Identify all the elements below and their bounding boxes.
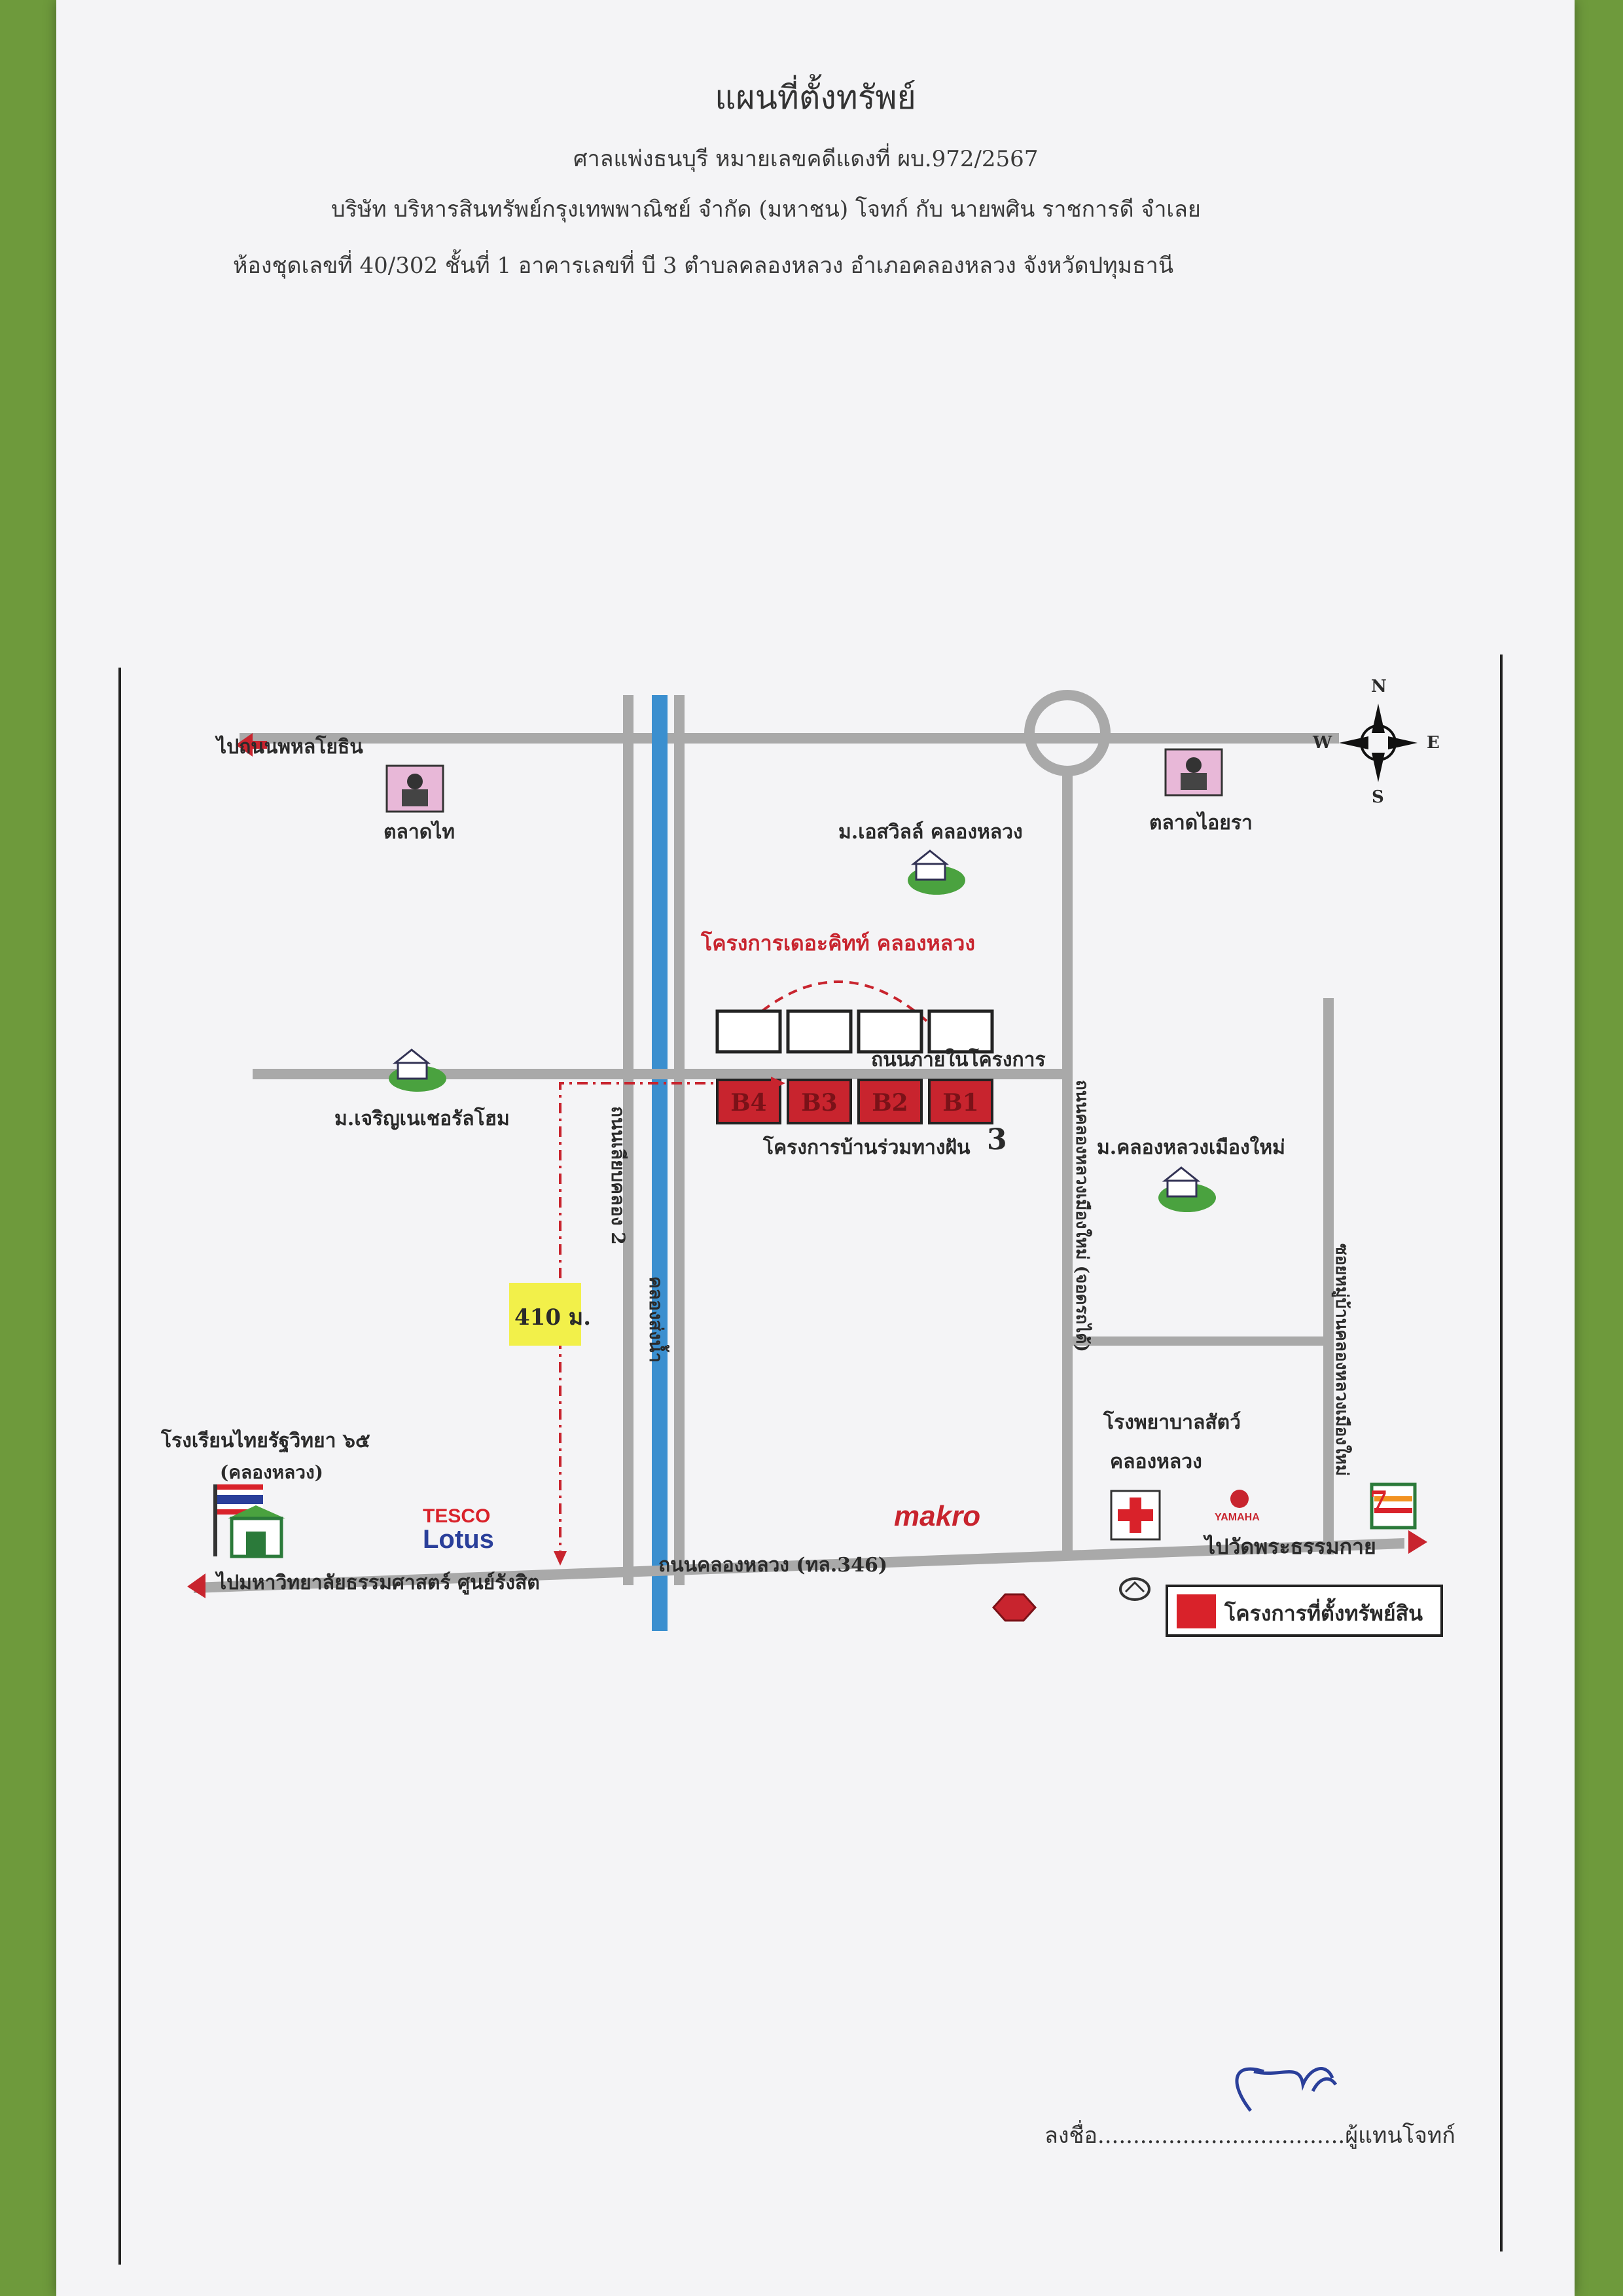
label-market-thai: ตลาดไท (383, 821, 455, 844)
location-map: B4 B3 B2 B1 (187, 690, 1443, 2112)
road-canal-side (674, 695, 685, 1585)
wat-arrow (1408, 1530, 1427, 1554)
building-b3 (787, 1079, 852, 1124)
property-line: ห้องชุดเลขที่ 40/302 ชั้นที่ 1 อาคารเลขท… (233, 253, 1174, 279)
label-canal-vertical: คลองส่งน้ำ (645, 1276, 667, 1363)
mazda-logo (1119, 1577, 1150, 1601)
road-left-vertical (623, 695, 633, 1585)
phahon-arrow-tail (251, 741, 267, 749)
building-top-4 (927, 1009, 994, 1054)
market-ayara-icon (1164, 748, 1223, 797)
building-b4 (716, 1079, 781, 1124)
label-to-university: ไปมหาวิทยาลัยธรรมศาสตร์ ศูนย์รังสิต (217, 1571, 540, 1594)
court-case-line: ศาลแพ่งธนบุรี หมายเลขคดีแดงที่ ผบ.972/25… (573, 146, 1039, 172)
label-road-left-vertical: ถนนเลียบคลอง 2 (607, 1106, 629, 1245)
label-school-line1: โรงเรียนไทยรัฐวิทยา ๖๕ (161, 1429, 370, 1452)
signature-mark (1235, 2067, 1338, 2112)
label-road-mid-vertical: ถนนคลองหลวงเมืองใหม่ (จอดรถได้) (1072, 1080, 1092, 1352)
label-road-in-project: ถนนภายในโครงการ (871, 1049, 1046, 1071)
village-new-icon (1158, 1166, 1216, 1212)
label-market-ayara: ตลาดไอยรา (1149, 812, 1253, 834)
label-village-charoen: ม.เจริญเนเชอรัลโฮม (334, 1107, 510, 1130)
label-village-city: ม.เอสวิลล์ คลองหลวง (838, 821, 1023, 844)
village-city-icon (908, 850, 965, 895)
building-label-b4: B4 (730, 1089, 766, 1117)
route-arrow-down (554, 1551, 567, 1566)
bottom-road (194, 1538, 1404, 1593)
signature-line: ลงชื่อ..................................… (1044, 2123, 1455, 2149)
label-building-no: 3 (987, 1123, 1007, 1157)
phahon-arrow (236, 733, 253, 757)
buildings-bottom-row (716, 1079, 993, 1124)
canal (652, 695, 668, 1631)
label-vet-line1: โรงพยาบาลสัตว์ (1103, 1411, 1241, 1434)
mg-logo (991, 1593, 1037, 1622)
building-label-b3: B3 (801, 1089, 837, 1117)
label-village-new: ม.คลองหลวงเมืองใหม่ (1097, 1136, 1285, 1159)
compass-e: E (1427, 733, 1440, 753)
label-to-wat: ไปวัดพระธรรมกาย (1205, 1534, 1376, 1559)
route-line (559, 1082, 776, 1561)
label-distance: 410 ม. (514, 1304, 592, 1331)
inner-road (253, 1069, 1064, 1079)
document-title: แผนที่ตั้งทรัพย์ (715, 79, 916, 117)
building-label-b2: B2 (872, 1089, 908, 1117)
label-vet-line2: คลองหลวง (1110, 1450, 1202, 1473)
label-legend: โครงการที่ตั้งทรัพย์สิน (1224, 1601, 1423, 1626)
label-seven-eleven: 7 (1370, 1486, 1388, 1516)
label-tesco: TESCO (423, 1505, 491, 1527)
label-road-right-vertical: ซอยหมู่บ้านคลองหลวงเมืองใหม่ (1332, 1244, 1351, 1476)
label-lotus: Lotus (423, 1525, 494, 1554)
document-paper: แผนที่ตั้งทรัพย์ ศาลแพ่งธนบุรี หมายเลขคด… (56, 0, 1575, 2296)
label-project-banruam: โครงการบ้านร่วมทางฝัน (763, 1136, 971, 1159)
building-b1 (928, 1079, 993, 1124)
building-top-3 (857, 1009, 923, 1054)
compass-n: N (1371, 677, 1387, 696)
university-arrow (187, 1573, 205, 1598)
building-b2 (857, 1079, 923, 1124)
building-label-b1: B1 (942, 1089, 978, 1117)
project-arc (749, 980, 928, 1022)
compass-s: S (1372, 787, 1384, 807)
road-mid-vertical (1062, 769, 1073, 1554)
route-arrow-right (771, 1077, 785, 1090)
label-to-phahon: ไปถนนพหลโยธิน (217, 736, 363, 759)
hospital-cross-icon (1110, 1490, 1161, 1541)
village-charoen-icon (389, 1049, 446, 1092)
compass-w: W (1313, 733, 1332, 753)
school-flag-icon (213, 1484, 285, 1558)
distance-box (509, 1283, 581, 1346)
label-makro: makro (894, 1500, 981, 1532)
label-road-main: ถนนคลองหลวง (ทล.346) (658, 1554, 888, 1577)
building-top-1 (715, 1009, 782, 1054)
market-thai-icon (385, 764, 444, 813)
seven-eleven-logo (1370, 1482, 1417, 1530)
road-right-vertical (1323, 998, 1334, 1554)
buildings-top-row (715, 1009, 994, 1054)
parties-line: บริษัท บริหารสินทรัพย์กรุงเทพพาณิชย์ จำก… (331, 196, 1201, 223)
legend-swatch (1177, 1594, 1216, 1628)
map-frame-left (118, 668, 121, 2265)
top-road (240, 733, 1339, 744)
compass-icon (1339, 704, 1418, 782)
link-road (1073, 1336, 1328, 1346)
map-frame-right (1500, 655, 1503, 2251)
label-school-line2: (คลองหลวง) (220, 1462, 323, 1483)
label-yamaha: YAMAHA (1215, 1512, 1260, 1523)
yamaha-logo (1230, 1490, 1249, 1508)
building-top-2 (786, 1009, 853, 1054)
label-project-title: โครงการเดอะคิทท์ คลองหลวง (701, 931, 975, 956)
